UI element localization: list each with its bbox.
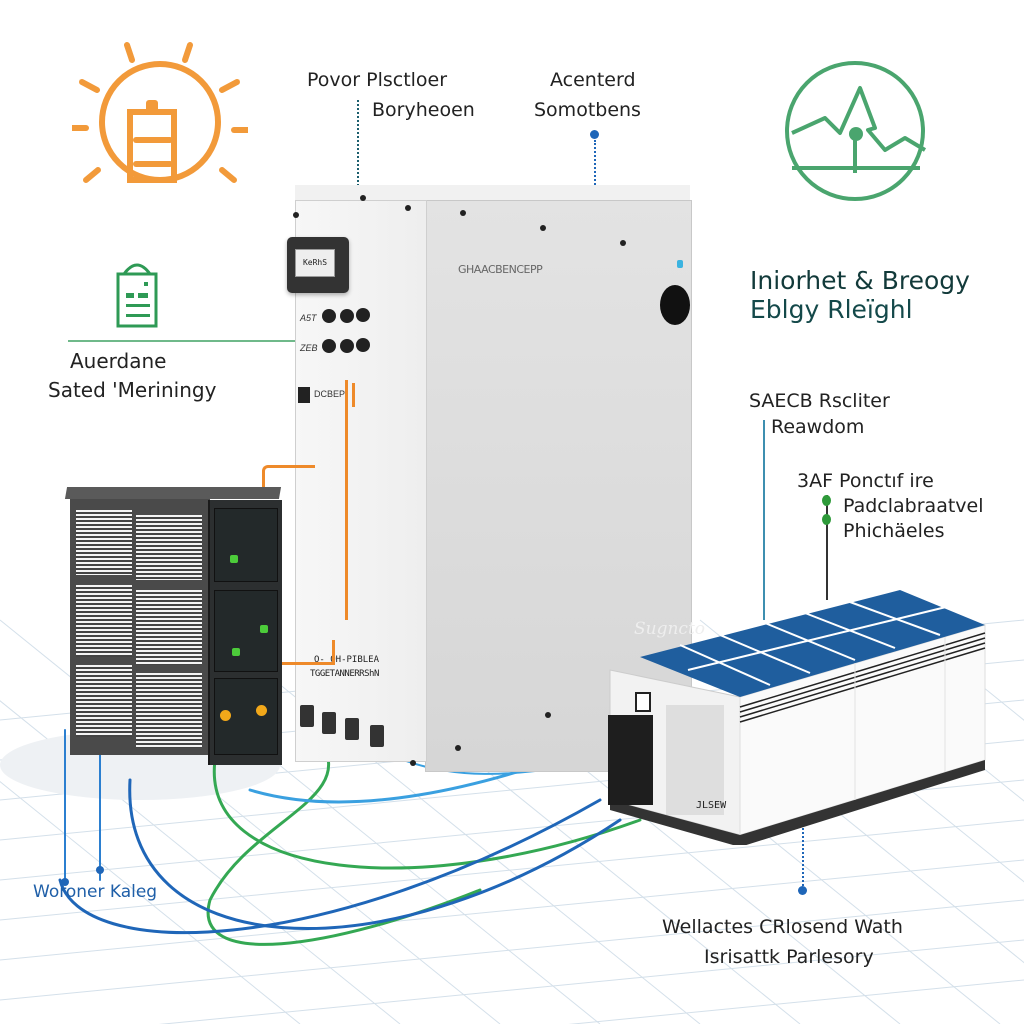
cabinet-tag: DCBEP [298, 383, 355, 407]
control-button[interactable] [322, 309, 336, 323]
label-right-heading-line2: Eblgy Rleїghl [750, 295, 913, 324]
status-led [260, 625, 268, 633]
top-center-dot [590, 130, 599, 139]
top-left-dotted-leader [357, 100, 359, 190]
vent-grille [136, 590, 202, 665]
green-marker-2 [822, 514, 831, 525]
label-top-center-line2: Somotbens [534, 99, 641, 121]
yellow-switch[interactable] [256, 705, 267, 716]
control-button[interactable] [356, 308, 370, 322]
mountain-tree-icon [785, 61, 927, 201]
sun-battery-icon [72, 42, 248, 183]
screw [620, 240, 626, 246]
vent-grille [136, 515, 202, 580]
rotary-dial[interactable] [660, 285, 690, 325]
orange-pipe [345, 380, 348, 620]
screw [455, 745, 461, 751]
rack-module [214, 508, 278, 582]
rack-module [214, 590, 278, 672]
label-right-heading-line1: Iniorhet & Breogy [750, 266, 970, 295]
label-left-mid-line2: Sated 'Meriningy [48, 378, 217, 402]
label-top-left-line1: Povor Plsctloer [307, 69, 448, 91]
vent-grille [136, 673, 202, 748]
label-right-mid-line1: SAECB Rscliter [749, 390, 890, 412]
green-marker-1 [822, 495, 831, 506]
vent-grille [76, 665, 132, 737]
right-mid-leader [763, 420, 765, 620]
control-button[interactable] [340, 339, 354, 353]
screw [540, 225, 546, 231]
label-right-mid-line2: Reawdom [771, 416, 865, 438]
screw [293, 212, 299, 218]
label-bottom-right-line2: Isrisattk Parlesory [704, 946, 874, 968]
tag-icon [298, 387, 310, 403]
connector-port[interactable] [345, 718, 359, 740]
rack-module [214, 678, 278, 755]
bottom-right-dotted-leader [802, 820, 804, 890]
rack-top [64, 487, 282, 499]
label-right-lower-line2: Padclabraatvel [843, 495, 984, 517]
label-bottom-right-line1: Wellactes CRlosend Wath [662, 916, 903, 938]
display-screen: KeRhS [287, 237, 349, 293]
screw [545, 712, 551, 718]
label-top-left-line2: Boryheoen [372, 99, 475, 121]
solar-unit-badge: JLSEW [696, 800, 727, 811]
battery-rack-side [70, 495, 210, 755]
orange-pipe [262, 465, 315, 496]
button-row-1-label: A5T [300, 313, 317, 323]
bottom-right-dot [798, 886, 807, 895]
control-button[interactable] [356, 338, 370, 352]
button-row-2-label: ZEB [300, 343, 318, 353]
yellow-switch[interactable] [220, 710, 231, 721]
top-center-dotted-leader [594, 140, 596, 225]
screw [360, 195, 366, 201]
label-bottom-left: Woroner Kaleg [33, 882, 158, 902]
cabinet-front-panel: A5T ZEB DCBEP O- OH-PIBLEA TGGETANNERRSh… [295, 200, 427, 762]
cabinet-side-script: Sugncto [634, 619, 706, 639]
lower-label-1: O- OH-PIBLEA [314, 655, 380, 665]
solar-storage-unit [608, 590, 986, 845]
screw [410, 760, 416, 766]
label-top-center-line1: Acenterd [550, 69, 636, 91]
connector-port[interactable] [300, 705, 314, 727]
orange-pipe [272, 640, 335, 665]
label-left-mid-line1: Auerdane [70, 349, 167, 373]
status-led [230, 555, 238, 563]
display-readout: KeRhS [295, 249, 335, 277]
control-button[interactable] [340, 309, 354, 323]
left-leader-line [68, 340, 296, 342]
cabinet-brand: GHAACBENCEPP [458, 263, 543, 276]
label-right-lower-line1: 3AF Ponctıf ire [797, 470, 934, 492]
control-button[interactable] [322, 339, 336, 353]
vent-grille [76, 510, 132, 575]
screw [460, 210, 466, 216]
connector-port[interactable] [370, 725, 384, 747]
right-lower-leader [826, 495, 828, 600]
connector-port[interactable] [322, 712, 336, 734]
status-led [232, 648, 240, 656]
screw [405, 205, 411, 211]
label-right-lower-line3: Phichäeles [843, 520, 945, 542]
tag-label: DCBEP [314, 389, 346, 399]
network-indicator-icon [677, 260, 683, 268]
clipboard-bag-icon [116, 263, 158, 328]
battery-rack-front [208, 500, 282, 765]
cabinet-side-panel: GHAACBENCEPP Sugncto [425, 200, 705, 772]
vent-grille [76, 585, 132, 657]
lower-label-2: TGGETANNERRShN [310, 669, 379, 679]
